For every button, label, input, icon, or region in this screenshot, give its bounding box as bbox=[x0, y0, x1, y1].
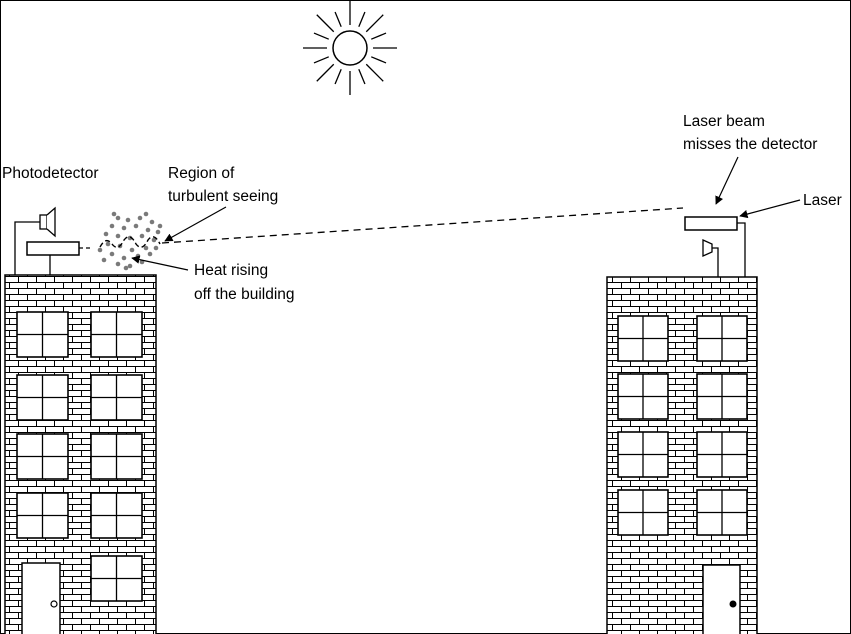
turbulence-region bbox=[97, 211, 163, 271]
window bbox=[16, 433, 69, 480]
sun-ray bbox=[371, 56, 387, 64]
heat-dot bbox=[129, 247, 135, 253]
heat-dot bbox=[143, 245, 149, 251]
heat-dot bbox=[121, 255, 127, 261]
heat-dot bbox=[121, 225, 127, 231]
photodetector-label: Photodetector bbox=[2, 165, 99, 182]
heat-dot bbox=[109, 251, 115, 257]
laser-icon bbox=[26, 241, 90, 275]
heat-dot bbox=[149, 219, 155, 225]
window bbox=[696, 315, 748, 362]
beam-miss-arrow bbox=[715, 156, 739, 205]
sun-ray bbox=[365, 63, 384, 82]
heat-dot bbox=[143, 211, 149, 217]
sun-ray bbox=[334, 11, 342, 27]
heat-dot bbox=[135, 253, 141, 259]
window bbox=[90, 374, 143, 421]
heat-dot bbox=[109, 223, 115, 229]
heat-dot bbox=[137, 215, 143, 221]
heat-label: Heat rising off the building bbox=[194, 262, 295, 303]
window bbox=[617, 373, 669, 420]
photodetector-icon bbox=[39, 206, 56, 238]
heat-dot bbox=[111, 211, 117, 217]
door-icon bbox=[702, 564, 741, 634]
window bbox=[16, 374, 69, 421]
right-rooftop-equipment bbox=[684, 216, 746, 277]
window bbox=[617, 315, 669, 362]
right-building bbox=[606, 276, 758, 634]
laser-label: Laser bbox=[803, 192, 842, 209]
sun-ray bbox=[313, 32, 329, 40]
door-icon bbox=[21, 562, 61, 634]
heat-dot bbox=[139, 233, 145, 239]
window bbox=[617, 431, 669, 478]
sun-ray bbox=[358, 69, 366, 85]
heat-dot bbox=[153, 245, 159, 251]
heat-dot bbox=[97, 247, 103, 253]
left-building bbox=[4, 274, 157, 634]
heat-dot bbox=[103, 231, 109, 237]
sun-ray bbox=[313, 56, 329, 64]
heat-dot bbox=[105, 241, 111, 247]
window bbox=[90, 311, 143, 358]
window bbox=[90, 433, 143, 480]
distorted-beam bbox=[99, 236, 161, 248]
sun-ray bbox=[316, 63, 335, 82]
heat-dot bbox=[123, 265, 129, 271]
heat-arrow bbox=[131, 255, 189, 271]
heat-dot bbox=[157, 223, 163, 229]
heat-dot bbox=[151, 237, 157, 243]
window bbox=[696, 489, 748, 536]
laser-icon bbox=[684, 216, 738, 231]
laser-arrow bbox=[739, 199, 801, 219]
window bbox=[696, 431, 748, 478]
beam-miss-label: Laser beam misses the detector bbox=[683, 113, 817, 153]
sun-ray bbox=[358, 11, 366, 27]
window bbox=[16, 492, 69, 539]
heat-dot bbox=[115, 233, 121, 239]
sun-icon bbox=[303, 1, 397, 95]
turbulence-arrow bbox=[164, 206, 227, 242]
sun-ray bbox=[371, 32, 387, 40]
heat-dot bbox=[101, 257, 107, 263]
left-rooftop-equipment bbox=[14, 206, 90, 275]
heat-dot bbox=[115, 261, 121, 267]
heat-dot bbox=[127, 263, 133, 269]
photodetector-icon bbox=[702, 238, 719, 277]
window bbox=[16, 311, 69, 358]
heat-dot bbox=[145, 227, 151, 233]
heat-dot bbox=[155, 229, 161, 235]
window bbox=[90, 555, 143, 602]
heat-dot bbox=[133, 223, 139, 229]
laser-beam bbox=[161, 207, 684, 244]
heat-dot bbox=[115, 215, 121, 221]
heat-dot bbox=[125, 217, 131, 223]
sun-ray bbox=[334, 69, 342, 85]
window bbox=[617, 489, 669, 536]
turbulence-label: Region of turbulent seeing bbox=[168, 165, 278, 205]
window bbox=[696, 373, 748, 420]
sun-ray bbox=[316, 14, 335, 33]
sun-ray bbox=[365, 14, 384, 33]
window bbox=[90, 492, 143, 539]
heat-dot bbox=[147, 251, 153, 257]
